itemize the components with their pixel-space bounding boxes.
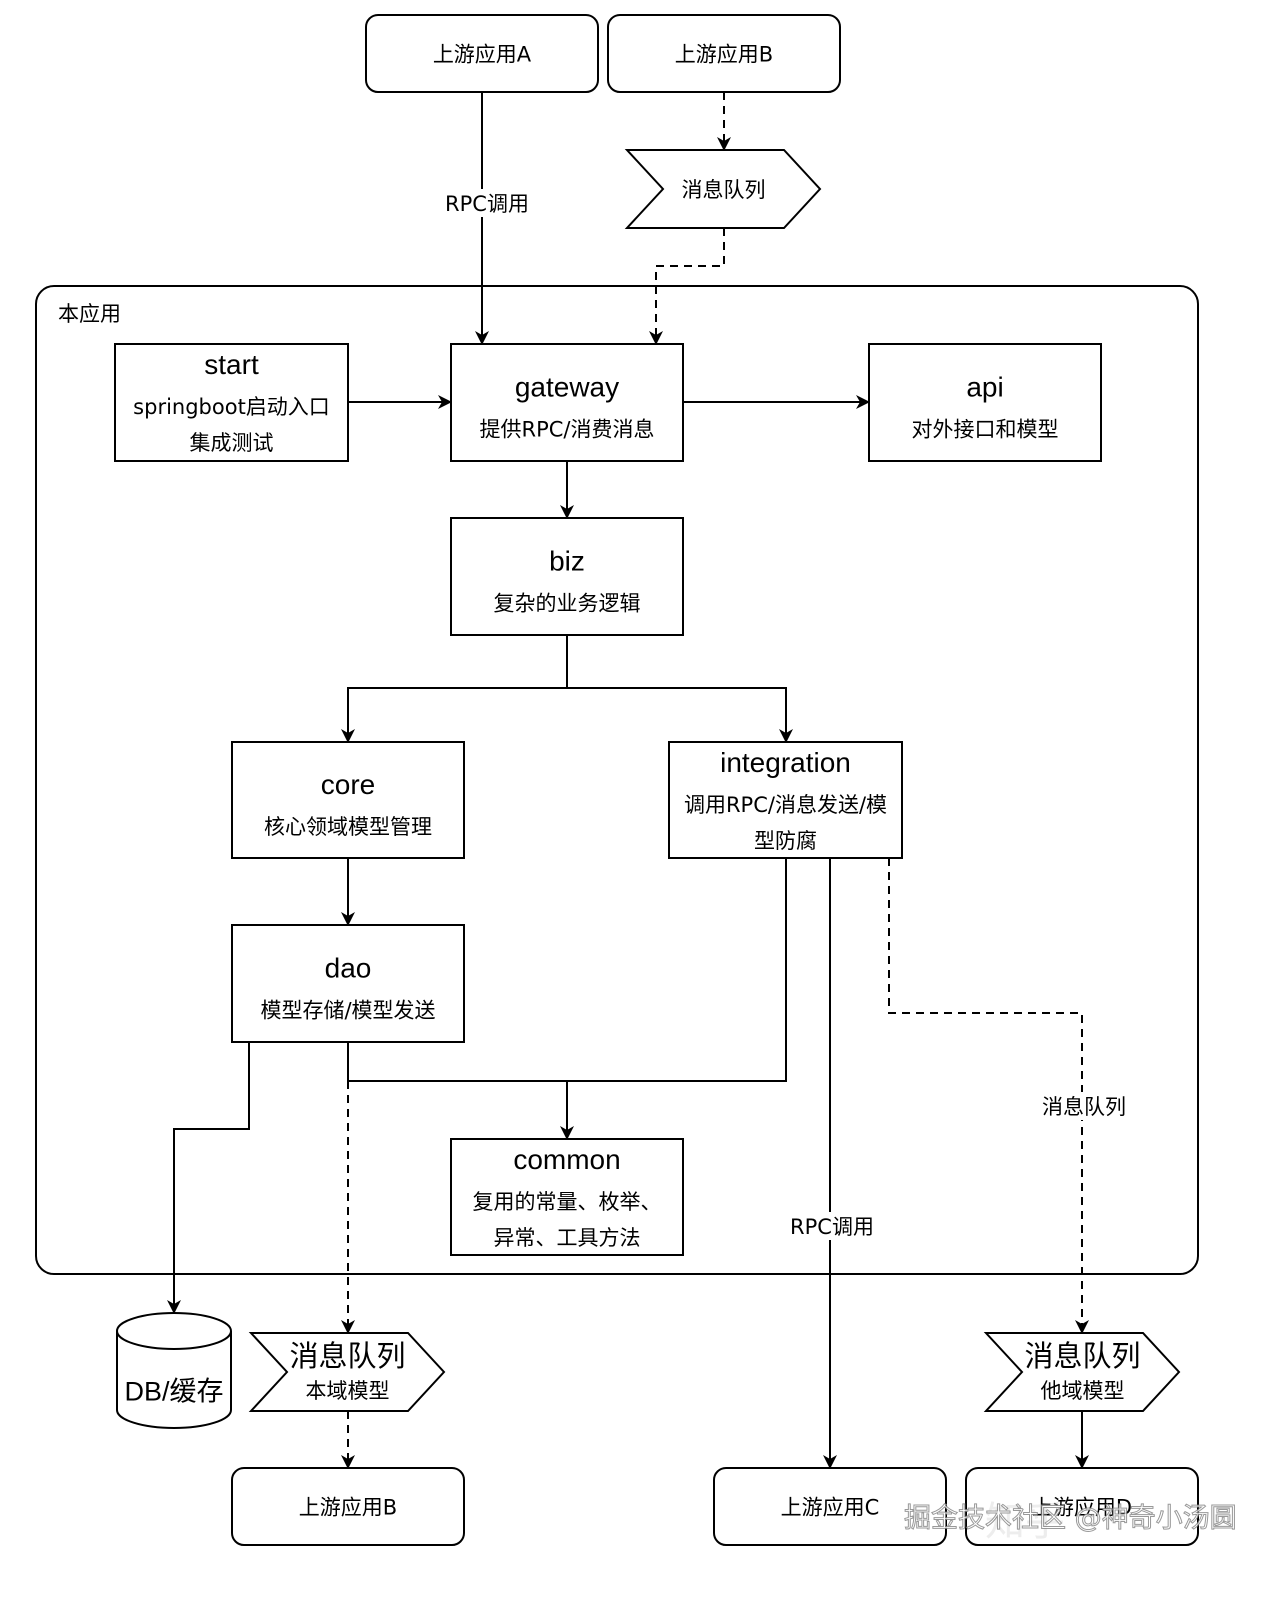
- edge-dao-to-common: [347, 1042, 574, 1140]
- watermark: 掘金技术社区 @神奇小汤圆: [904, 1503, 1237, 1534]
- edge-line: [649, 228, 725, 345]
- edge-line: [888, 858, 1089, 1334]
- node-label: 消息队列: [682, 178, 766, 202]
- node-mq-top: 消息队列: [624, 149, 822, 229]
- node-box: [450, 517, 684, 636]
- queue-shape: [624, 149, 822, 229]
- node-title: common: [513, 1144, 620, 1175]
- node-box: [231, 741, 465, 859]
- node-box: [114, 343, 349, 462]
- edge-label-bg: [1040, 1092, 1128, 1120]
- node-subtitle: 他域模型: [1041, 1379, 1125, 1403]
- node-subtitle: 提供RPC/消费消息: [480, 418, 655, 442]
- edge-biz-to-integration: [567, 687, 793, 743]
- node-subtitle: 集成测试: [190, 431, 274, 455]
- queue-shape: [248, 1332, 446, 1412]
- node-title: integration: [720, 747, 851, 778]
- edge-label: RPC调用: [445, 192, 529, 216]
- node-label: 上游应用D: [1032, 1496, 1132, 1520]
- node-dao: dao 模型存储/模型发送: [231, 924, 465, 1043]
- edge-label-bg: [778, 1212, 886, 1240]
- watermark-faint: 知乎: [985, 1499, 1065, 1545]
- node-upstream-c: 上游应用C: [713, 1467, 947, 1546]
- edge-label-integration-to-c: RPC调用: [778, 1212, 886, 1240]
- node-subtitle: 对外接口和模型: [912, 418, 1059, 442]
- database-icon: [116, 1312, 232, 1429]
- node-label: DB/缓存: [124, 1377, 223, 1407]
- edge-label-a-to-gateway: RPC调用: [433, 189, 541, 217]
- node-title: gateway: [515, 372, 619, 403]
- node-title: dao: [325, 953, 372, 984]
- node-upstream-a: 上游应用A: [365, 14, 599, 93]
- node-label: 上游应用A: [433, 43, 532, 67]
- node-subtitle: 核心领域模型管理: [264, 815, 432, 839]
- node-gateway: gateway 提供RPC/消费消息: [450, 343, 684, 462]
- node-box: [231, 924, 465, 1043]
- edge-line: [567, 858, 787, 1082]
- node-title: start: [204, 349, 259, 380]
- node-db: DB/缓存: [116, 1312, 232, 1429]
- node-subtitle: 异常、工具方法: [494, 1226, 641, 1250]
- node-label: 上游应用C: [781, 1496, 880, 1520]
- edge-line: [341, 635, 568, 743]
- edge-line: [567, 687, 793, 743]
- edge-label: RPC调用: [790, 1215, 874, 1239]
- node-subtitle: springboot启动入口: [133, 395, 330, 419]
- node-box: [607, 14, 841, 93]
- node-subtitle: 本域模型: [306, 1379, 390, 1403]
- node-common: common 复用的常量、枚举、异常、工具方法: [450, 1138, 684, 1256]
- edge-integration-to-mq-other: [888, 858, 1089, 1334]
- node-box: [450, 1138, 684, 1256]
- node-box: [450, 343, 684, 462]
- node-label: 上游应用B: [675, 43, 773, 67]
- node-label: 上游应用B: [299, 1496, 397, 1520]
- node-box: [965, 1467, 1199, 1546]
- node-upstream-b-bottom: 上游应用B: [231, 1467, 465, 1546]
- node-biz: biz 复杂的业务逻辑: [450, 517, 684, 636]
- node-title: core: [321, 769, 375, 800]
- node-title: 消息队列: [289, 1339, 405, 1373]
- edge-line: [347, 1042, 574, 1140]
- container-label: 本应用: [58, 302, 121, 326]
- node-core: core 核心领域模型管理: [231, 741, 465, 859]
- edge-biz-to-core: [341, 635, 568, 743]
- node-box: [365, 14, 599, 93]
- edge-dao-to-db: [167, 1042, 250, 1314]
- node-subtitle: 复用的常量、枚举、: [473, 1190, 662, 1214]
- edge-label-bg: [433, 189, 541, 217]
- node-box: [713, 1467, 947, 1546]
- node-subtitle: 复杂的业务逻辑: [494, 592, 641, 616]
- edge-line: [167, 1042, 250, 1314]
- queue-shape: [983, 1332, 1181, 1412]
- node-upstream-d: 上游应用D: [965, 1467, 1199, 1546]
- node-subtitle: 调用RPC/消息发送/模: [684, 793, 887, 817]
- node-title: 消息队列: [1024, 1339, 1140, 1373]
- node-box: [868, 343, 1102, 462]
- node-title: api: [966, 372, 1003, 403]
- edge-integration-to-common: [567, 858, 787, 1082]
- node-box: [668, 741, 903, 859]
- node-api: api 对外接口和模型: [868, 343, 1102, 462]
- node-title: biz: [549, 546, 585, 577]
- edge-label-integration-to-mq-other: 消息队列: [1040, 1092, 1128, 1120]
- node-subtitle: 型防腐: [754, 829, 817, 853]
- database-rim: [116, 1330, 232, 1350]
- edge-mq-to-gateway: [649, 228, 725, 345]
- node-subtitle: 模型存储/模型发送: [260, 999, 435, 1023]
- node-box: [231, 1467, 465, 1546]
- node-upstream-b-top: 上游应用B: [607, 14, 841, 93]
- edge-label: 消息队列: [1042, 1095, 1126, 1119]
